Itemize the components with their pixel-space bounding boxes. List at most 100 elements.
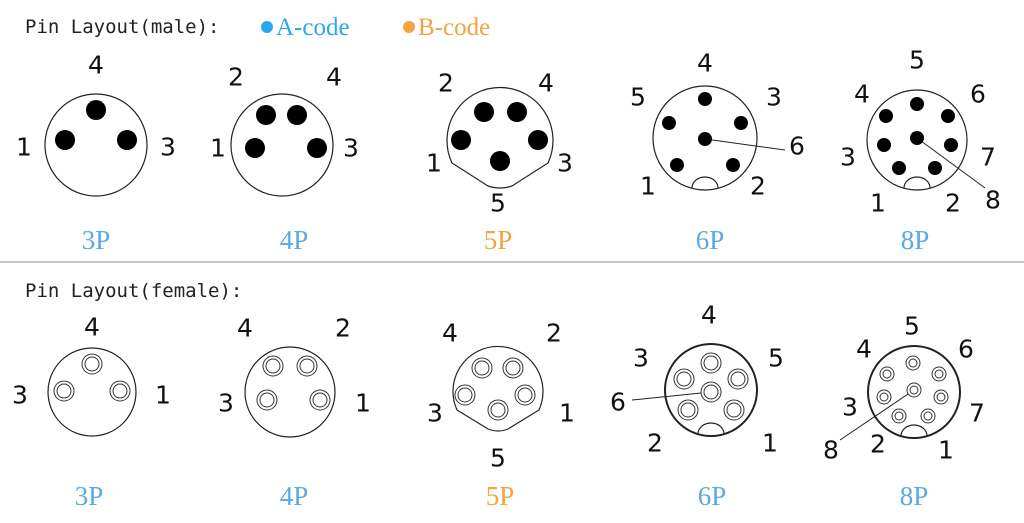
connector-caption: 8P bbox=[900, 481, 929, 511]
pin-number-label: 5 bbox=[490, 189, 506, 218]
pin-4 bbox=[879, 109, 893, 123]
pin-number-label: 5 bbox=[490, 444, 506, 473]
connector-outline bbox=[866, 89, 968, 191]
socket-inner-ring bbox=[265, 358, 281, 374]
connector-caption: 5P bbox=[486, 481, 515, 511]
socket-inner-ring bbox=[457, 387, 473, 403]
pin-number-label: 4 bbox=[442, 319, 458, 348]
pin-number-label: 5 bbox=[630, 83, 646, 112]
socket-4 bbox=[879, 366, 895, 382]
pin-number-label: 2 bbox=[945, 189, 961, 218]
pin-leader-line bbox=[631, 391, 712, 401]
pin-number-label: 4 bbox=[237, 314, 253, 343]
pin-leader-line bbox=[916, 137, 986, 189]
pin-number-label: 1 bbox=[938, 436, 954, 465]
pin-number-label: 4 bbox=[538, 69, 554, 98]
connector-caption: 5P bbox=[484, 225, 513, 255]
pin-4 bbox=[507, 102, 527, 122]
pin-2 bbox=[726, 158, 740, 172]
pin-number-label: 4 bbox=[88, 51, 104, 80]
socket-inner-ring bbox=[703, 384, 719, 400]
socket-inner-ring bbox=[936, 392, 946, 402]
pin-number-label: 5 bbox=[904, 312, 920, 341]
connector-outline bbox=[446, 86, 554, 189]
pin-number-label: 1 bbox=[355, 389, 371, 418]
key-notch bbox=[691, 176, 719, 189]
a-code-legend-label: A-code bbox=[276, 14, 350, 41]
pin-number-label: 7 bbox=[980, 143, 996, 172]
connector-outline bbox=[47, 347, 137, 437]
pin-number-label: 1 bbox=[762, 429, 778, 458]
socket-inner-ring bbox=[474, 360, 490, 376]
socket-inner-ring bbox=[299, 358, 315, 374]
pin-number-label: 3 bbox=[842, 393, 858, 422]
pin-3 bbox=[734, 116, 748, 130]
pin-number-label: 8 bbox=[823, 436, 839, 465]
female-section-title: Pin Layout(female): bbox=[25, 280, 242, 302]
socket-inner-ring bbox=[676, 371, 692, 387]
socket-inner-ring bbox=[726, 402, 742, 418]
connector-caption: 3P bbox=[82, 225, 111, 255]
connector-caption: 6P bbox=[696, 225, 725, 255]
pin-8 bbox=[910, 131, 924, 145]
pin-1 bbox=[55, 130, 75, 150]
pin-number-label: 1 bbox=[155, 381, 171, 410]
pin-number-label: 2 bbox=[870, 430, 886, 459]
pin-number-label: 5 bbox=[768, 344, 784, 373]
socket-inner-ring bbox=[730, 371, 746, 387]
pin-number-label: 4 bbox=[84, 313, 100, 342]
pin-3 bbox=[307, 138, 327, 158]
pin-number-label: 3 bbox=[160, 133, 176, 162]
pin-number-label: 3 bbox=[343, 134, 359, 163]
socket-inner-ring bbox=[923, 411, 933, 421]
pin-2 bbox=[928, 161, 942, 175]
connector-outline bbox=[244, 346, 336, 438]
pin-number-label: 2 bbox=[750, 172, 766, 201]
pin-number-label: 1 bbox=[16, 133, 32, 162]
socket-inner-ring bbox=[517, 387, 533, 403]
pin-number-label: 7 bbox=[969, 399, 985, 428]
socket-inner-ring bbox=[882, 369, 892, 379]
pin-number-label: 2 bbox=[546, 319, 562, 348]
socket-inner-ring bbox=[312, 392, 328, 408]
pin-number-label: 4 bbox=[854, 80, 870, 109]
pin-1 bbox=[670, 158, 684, 172]
pin-number-label: 8 bbox=[985, 186, 1001, 215]
socket-inner-ring bbox=[84, 356, 100, 372]
pin-6 bbox=[698, 132, 712, 146]
pin-leader-line bbox=[839, 389, 915, 441]
pin-number-label: 2 bbox=[438, 69, 454, 98]
socket-inner-ring bbox=[894, 411, 904, 421]
pin-number-label: 6 bbox=[789, 132, 805, 161]
b-code-legend-dot bbox=[403, 21, 415, 33]
socket-inner-ring bbox=[908, 358, 918, 368]
pin-number-label: 6 bbox=[970, 80, 986, 109]
socket-inner-ring bbox=[490, 402, 506, 418]
pin-leader-line bbox=[704, 138, 786, 151]
pin-1 bbox=[245, 138, 265, 158]
connector-caption: 3P bbox=[75, 481, 104, 511]
pin-number-label: 4 bbox=[701, 301, 717, 330]
connector-caption: 4P bbox=[280, 225, 309, 255]
pin-number-label: 4 bbox=[856, 335, 872, 364]
socket-inner-ring bbox=[259, 392, 275, 408]
socket-inner-ring bbox=[703, 355, 719, 371]
socket-inner-ring bbox=[56, 383, 72, 399]
socket-3 bbox=[876, 389, 892, 405]
pin-number-label: 3 bbox=[218, 389, 234, 418]
pin-4 bbox=[86, 100, 106, 120]
connector-outline bbox=[867, 345, 961, 439]
pin-number-label: 1 bbox=[210, 134, 226, 163]
socket-inner-ring bbox=[680, 402, 696, 418]
connector-outline bbox=[452, 345, 544, 432]
pin-3 bbox=[490, 151, 510, 171]
pin-1 bbox=[451, 130, 471, 150]
b-code-legend-label: B-code bbox=[418, 14, 490, 41]
pin-5 bbox=[528, 130, 548, 150]
pin-1 bbox=[892, 161, 906, 175]
